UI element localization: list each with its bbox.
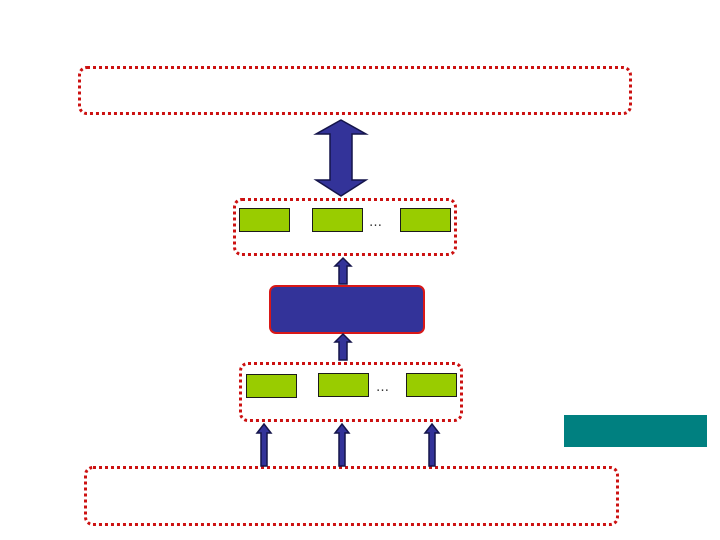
upper-cell-1 bbox=[239, 208, 290, 232]
lower-cell-3 bbox=[406, 373, 457, 397]
upper-ellipsis: … bbox=[369, 215, 383, 230]
arrow-up-bottom-right bbox=[423, 422, 441, 467]
lower-ellipsis: … bbox=[376, 380, 390, 395]
top-container bbox=[78, 66, 632, 115]
arrow-up-process-to-upper bbox=[333, 256, 353, 285]
process-block bbox=[269, 285, 425, 334]
bottom-container bbox=[84, 466, 619, 526]
arrow-up-bottom-middle bbox=[333, 422, 351, 467]
arrow-up-bottom-left bbox=[255, 422, 273, 467]
upper-cell-2 bbox=[312, 208, 363, 232]
lower-cell-1 bbox=[246, 374, 297, 398]
lower-cell-2 bbox=[318, 373, 369, 397]
arrow-up-lower-to-process bbox=[333, 332, 353, 361]
double-arrow bbox=[313, 119, 369, 197]
side-block bbox=[564, 415, 707, 447]
upper-cell-3 bbox=[400, 208, 451, 232]
